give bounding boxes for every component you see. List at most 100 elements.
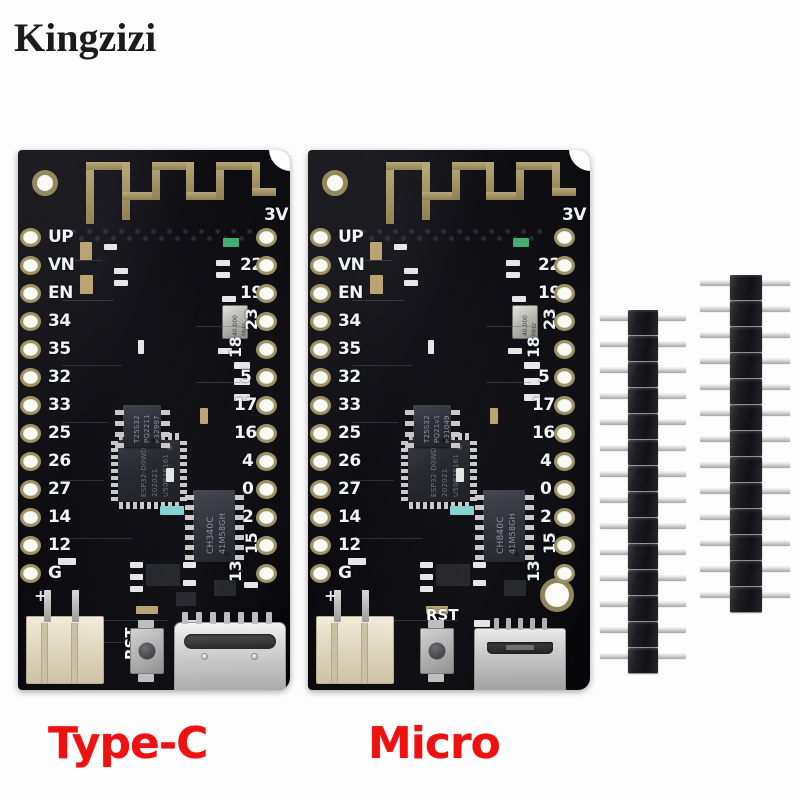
pin-pad[interactable] [20,480,41,499]
pin-pad[interactable] [256,480,277,499]
usb-serial-chip: CH840C 41M58GH [483,490,525,562]
smd-component [216,260,230,266]
mcu-leads-right [470,441,477,501]
pin-pad[interactable] [554,564,575,583]
pin-label: 25 [338,423,361,443]
pin-pad[interactable] [256,424,277,443]
pin-pad[interactable] [20,228,41,247]
pin-label: 13 [226,560,245,582]
pin-label: 35 [48,339,71,359]
pin-label: EN [48,283,73,303]
pin-pad[interactable] [20,256,41,275]
pin-pad[interactable] [554,480,575,499]
pin-pad[interactable] [256,396,277,415]
pin-pad[interactable] [554,228,575,247]
pin-pad[interactable] [256,452,277,471]
pin-label: UP [338,227,364,247]
pin-pad[interactable] [310,312,331,331]
pin-pad[interactable] [256,508,277,527]
smd-component [426,606,448,614]
pin-pad[interactable] [20,340,41,359]
crystal-oscillator: 40.000 MHz [512,305,538,339]
reset-button[interactable] [420,628,454,674]
pin-label: VN [48,255,75,275]
micro-usb-port[interactable] [474,628,566,690]
pin-pad[interactable] [554,256,575,275]
pin-pad[interactable] [310,228,331,247]
flash-leads-right [451,410,460,448]
smd-component [473,580,486,586]
pin-pad[interactable] [20,536,41,555]
pin-label: EN [338,283,363,303]
pin-pad[interactable] [256,536,277,555]
pin-pad[interactable] [256,228,277,247]
smd-component [504,580,526,596]
usb-type-c-port[interactable] [174,622,286,690]
pin-pad[interactable] [310,340,331,359]
pin-pad[interactable] [310,452,331,471]
pin-pad[interactable] [554,536,575,555]
mcu-leads-left [111,441,118,501]
mounting-hole-bottom-right [540,578,574,612]
smd-component [130,586,143,592]
pin-pad[interactable] [554,424,575,443]
usb-serial-marking-line1: CH340C [206,516,216,554]
pin-pad[interactable] [20,508,41,527]
reset-button[interactable] [130,628,164,674]
pin-pad[interactable] [310,396,331,415]
pin-pad[interactable] [554,508,575,527]
pin-pad[interactable] [20,396,41,415]
pin-pad[interactable] [554,396,575,415]
pin-pad[interactable] [20,452,41,471]
pin-pad[interactable] [256,340,277,359]
pin-pad[interactable] [310,284,331,303]
battery-jst-connector [316,616,394,684]
usb-serial-leads-left [185,495,194,560]
pin-pad[interactable] [310,368,331,387]
smd-component [183,562,196,568]
smd-component [404,268,418,274]
pin-label: 18 [524,336,543,358]
pin-pad[interactable] [310,564,331,583]
pin-pad[interactable] [20,368,41,387]
crystal-oscillator: 40.000 MHz [222,305,248,339]
pin-pad[interactable] [554,312,575,331]
pin-pad[interactable] [310,256,331,275]
smd-component [160,506,184,515]
pin-label: 17 [532,395,555,415]
mcu-leads-left [401,441,408,501]
pin-label: 14 [338,507,361,527]
smd-component [136,606,158,614]
pin-label: 26 [338,451,361,471]
smd-component [234,394,250,401]
smd-component [456,468,464,482]
pcb-antenna [386,158,576,226]
pin-label: G [48,563,62,583]
pin-pad[interactable] [310,536,331,555]
pin-pad[interactable] [256,256,277,275]
pin-pad[interactable] [310,480,331,499]
pin-pad[interactable] [554,452,575,471]
usb-serial-leads-right [525,495,534,560]
pin-label: 4 [540,451,552,471]
pin-pad[interactable] [310,424,331,443]
smd-component [450,506,474,515]
smd-component [130,574,143,580]
pin-pad[interactable] [256,312,277,331]
pin-pad[interactable] [20,284,41,303]
pin-pad[interactable] [554,340,575,359]
pin-pad[interactable] [554,284,575,303]
pin-pad[interactable] [256,284,277,303]
pin-pad[interactable] [20,312,41,331]
pin-pad[interactable] [310,508,331,527]
pin-pad[interactable] [554,368,575,387]
smd-component [176,592,196,606]
smd-component [370,242,382,260]
pin-pad[interactable] [256,368,277,387]
pin-pad[interactable] [20,564,41,583]
pin-pad[interactable] [20,424,41,443]
via-field [54,228,266,242]
pin-label: 32 [338,367,361,387]
pin-pad[interactable] [256,564,277,583]
